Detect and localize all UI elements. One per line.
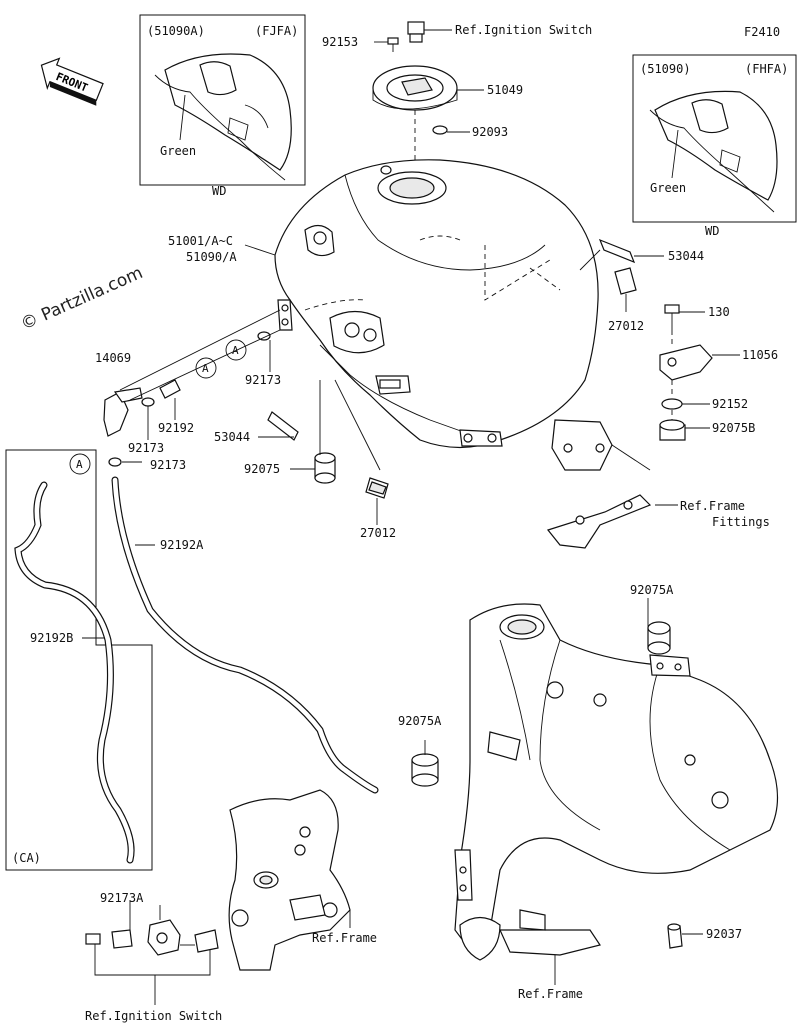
- label-11056: 11056: [742, 348, 778, 362]
- inset-fjfa-part: (51090A): [147, 24, 205, 38]
- watermark: © Partzilla.com: [18, 263, 146, 335]
- label-51090a: 51090/A: [186, 250, 237, 264]
- label-51001: 51001/A~C: [168, 234, 233, 248]
- inset-fjfa-caption: WD: [212, 184, 226, 198]
- fuel-cap-51049: [372, 65, 458, 111]
- label-27012-left: 27012: [360, 526, 396, 540]
- inset-fhfa-color: Green: [650, 181, 686, 195]
- damper-92075: [314, 452, 336, 484]
- svg-text:A: A: [232, 344, 239, 357]
- inset-fhfa-part: (51090): [640, 62, 691, 76]
- label-ref-frame-bottom: Ref.Frame: [518, 987, 583, 1001]
- label-51049: 51049: [487, 83, 523, 97]
- inset-fjfa-color: Green: [160, 144, 196, 158]
- label-ref-frame-fittings-1: Ref.Frame: [680, 499, 745, 513]
- label-ref-ignition-bottom: Ref.Ignition Switch: [85, 1009, 222, 1023]
- ignition-switch-top-icon: [407, 21, 425, 43]
- frame-fitting-bracket: [546, 494, 652, 549]
- label-92075a-mid: 92075A: [398, 714, 442, 728]
- tape-53044-right: [598, 238, 636, 264]
- label-ref-frame-fittings-2: Fittings: [712, 515, 770, 529]
- label-92192b: 92192B: [30, 631, 73, 645]
- label-92152: 92152: [712, 397, 748, 411]
- part-labels: 92153 Ref.Ignition Switch 51049 92093 51…: [30, 23, 778, 1023]
- oring-92093: [432, 125, 448, 135]
- pipe-14069: [103, 387, 143, 437]
- hose-92192a: [111, 476, 379, 794]
- label-92192: 92192: [158, 421, 194, 435]
- label-92037: 92037: [706, 927, 742, 941]
- inset-fjfa: (51090A) (FJFA) Green WD: [139, 14, 306, 198]
- inset-fhfa: (51090) (FHFA) Green WD: [632, 54, 797, 238]
- label-92173-a: 92173: [245, 373, 281, 387]
- inset-ca: (CA): [5, 449, 153, 871]
- bolt-92037: [667, 923, 683, 949]
- label-92153: 92153: [322, 35, 358, 49]
- hose-92192: [159, 379, 181, 399]
- callout-a-1: A: [195, 357, 217, 379]
- inset-ca-caption: (CA): [12, 851, 41, 865]
- label-92173-b: 92173: [128, 441, 164, 455]
- fuel-cock-bracket: [228, 789, 351, 971]
- bolt-92153: [387, 37, 399, 52]
- damper-92075a-top: [647, 621, 671, 655]
- label-92075: 92075: [244, 462, 280, 476]
- svg-text:A: A: [76, 458, 83, 471]
- inset-fjfa-variant: (FJFA): [255, 24, 298, 38]
- clamp-92173-set: [108, 331, 271, 467]
- label-ref-frame-mid: Ref.Frame: [312, 931, 377, 945]
- damper-92075a-mid: [411, 753, 439, 787]
- label-53044-right: 53044: [668, 249, 704, 263]
- damper-92075b: [659, 419, 686, 441]
- label-92075a-top: 92075A: [630, 583, 674, 597]
- label-92173a: 92173A: [100, 891, 144, 905]
- bracket-11056: [659, 344, 713, 381]
- bolt-130: [664, 304, 680, 330]
- washer-92152: [661, 398, 683, 410]
- label-14069: 14069: [95, 351, 131, 365]
- label-130: 130: [708, 305, 730, 319]
- frame-assembly: [454, 603, 779, 961]
- hose-92192b: [14, 481, 135, 864]
- callout-a-3: A: [69, 453, 91, 475]
- label-92093: 92093: [472, 125, 508, 139]
- fuel-tank-51001: [274, 159, 613, 471]
- label-92173-c: 92173: [150, 458, 186, 472]
- label-27012-left: [365, 477, 389, 499]
- inset-fhfa-variant: (FHFA): [745, 62, 788, 76]
- diagram-code: F2410: [744, 25, 780, 39]
- fuel-valve-92173a: [85, 905, 219, 956]
- label-ref-ignition-top: Ref.Ignition Switch: [455, 23, 592, 37]
- label-92075b: 92075B: [712, 421, 755, 435]
- svg-text:A: A: [202, 362, 209, 375]
- front-arrow-icon: FRONT: [40, 57, 104, 106]
- label-53044-left: 53044: [214, 430, 250, 444]
- callout-a-2: A: [225, 339, 247, 361]
- leader-lines: [82, 29, 740, 985]
- label-27012-right: [614, 267, 637, 295]
- tape-53044-left: [267, 411, 299, 441]
- label-27012-right: 27012: [608, 319, 644, 333]
- label-92192a: 92192A: [160, 538, 204, 552]
- inset-fhfa-caption: WD: [705, 224, 719, 238]
